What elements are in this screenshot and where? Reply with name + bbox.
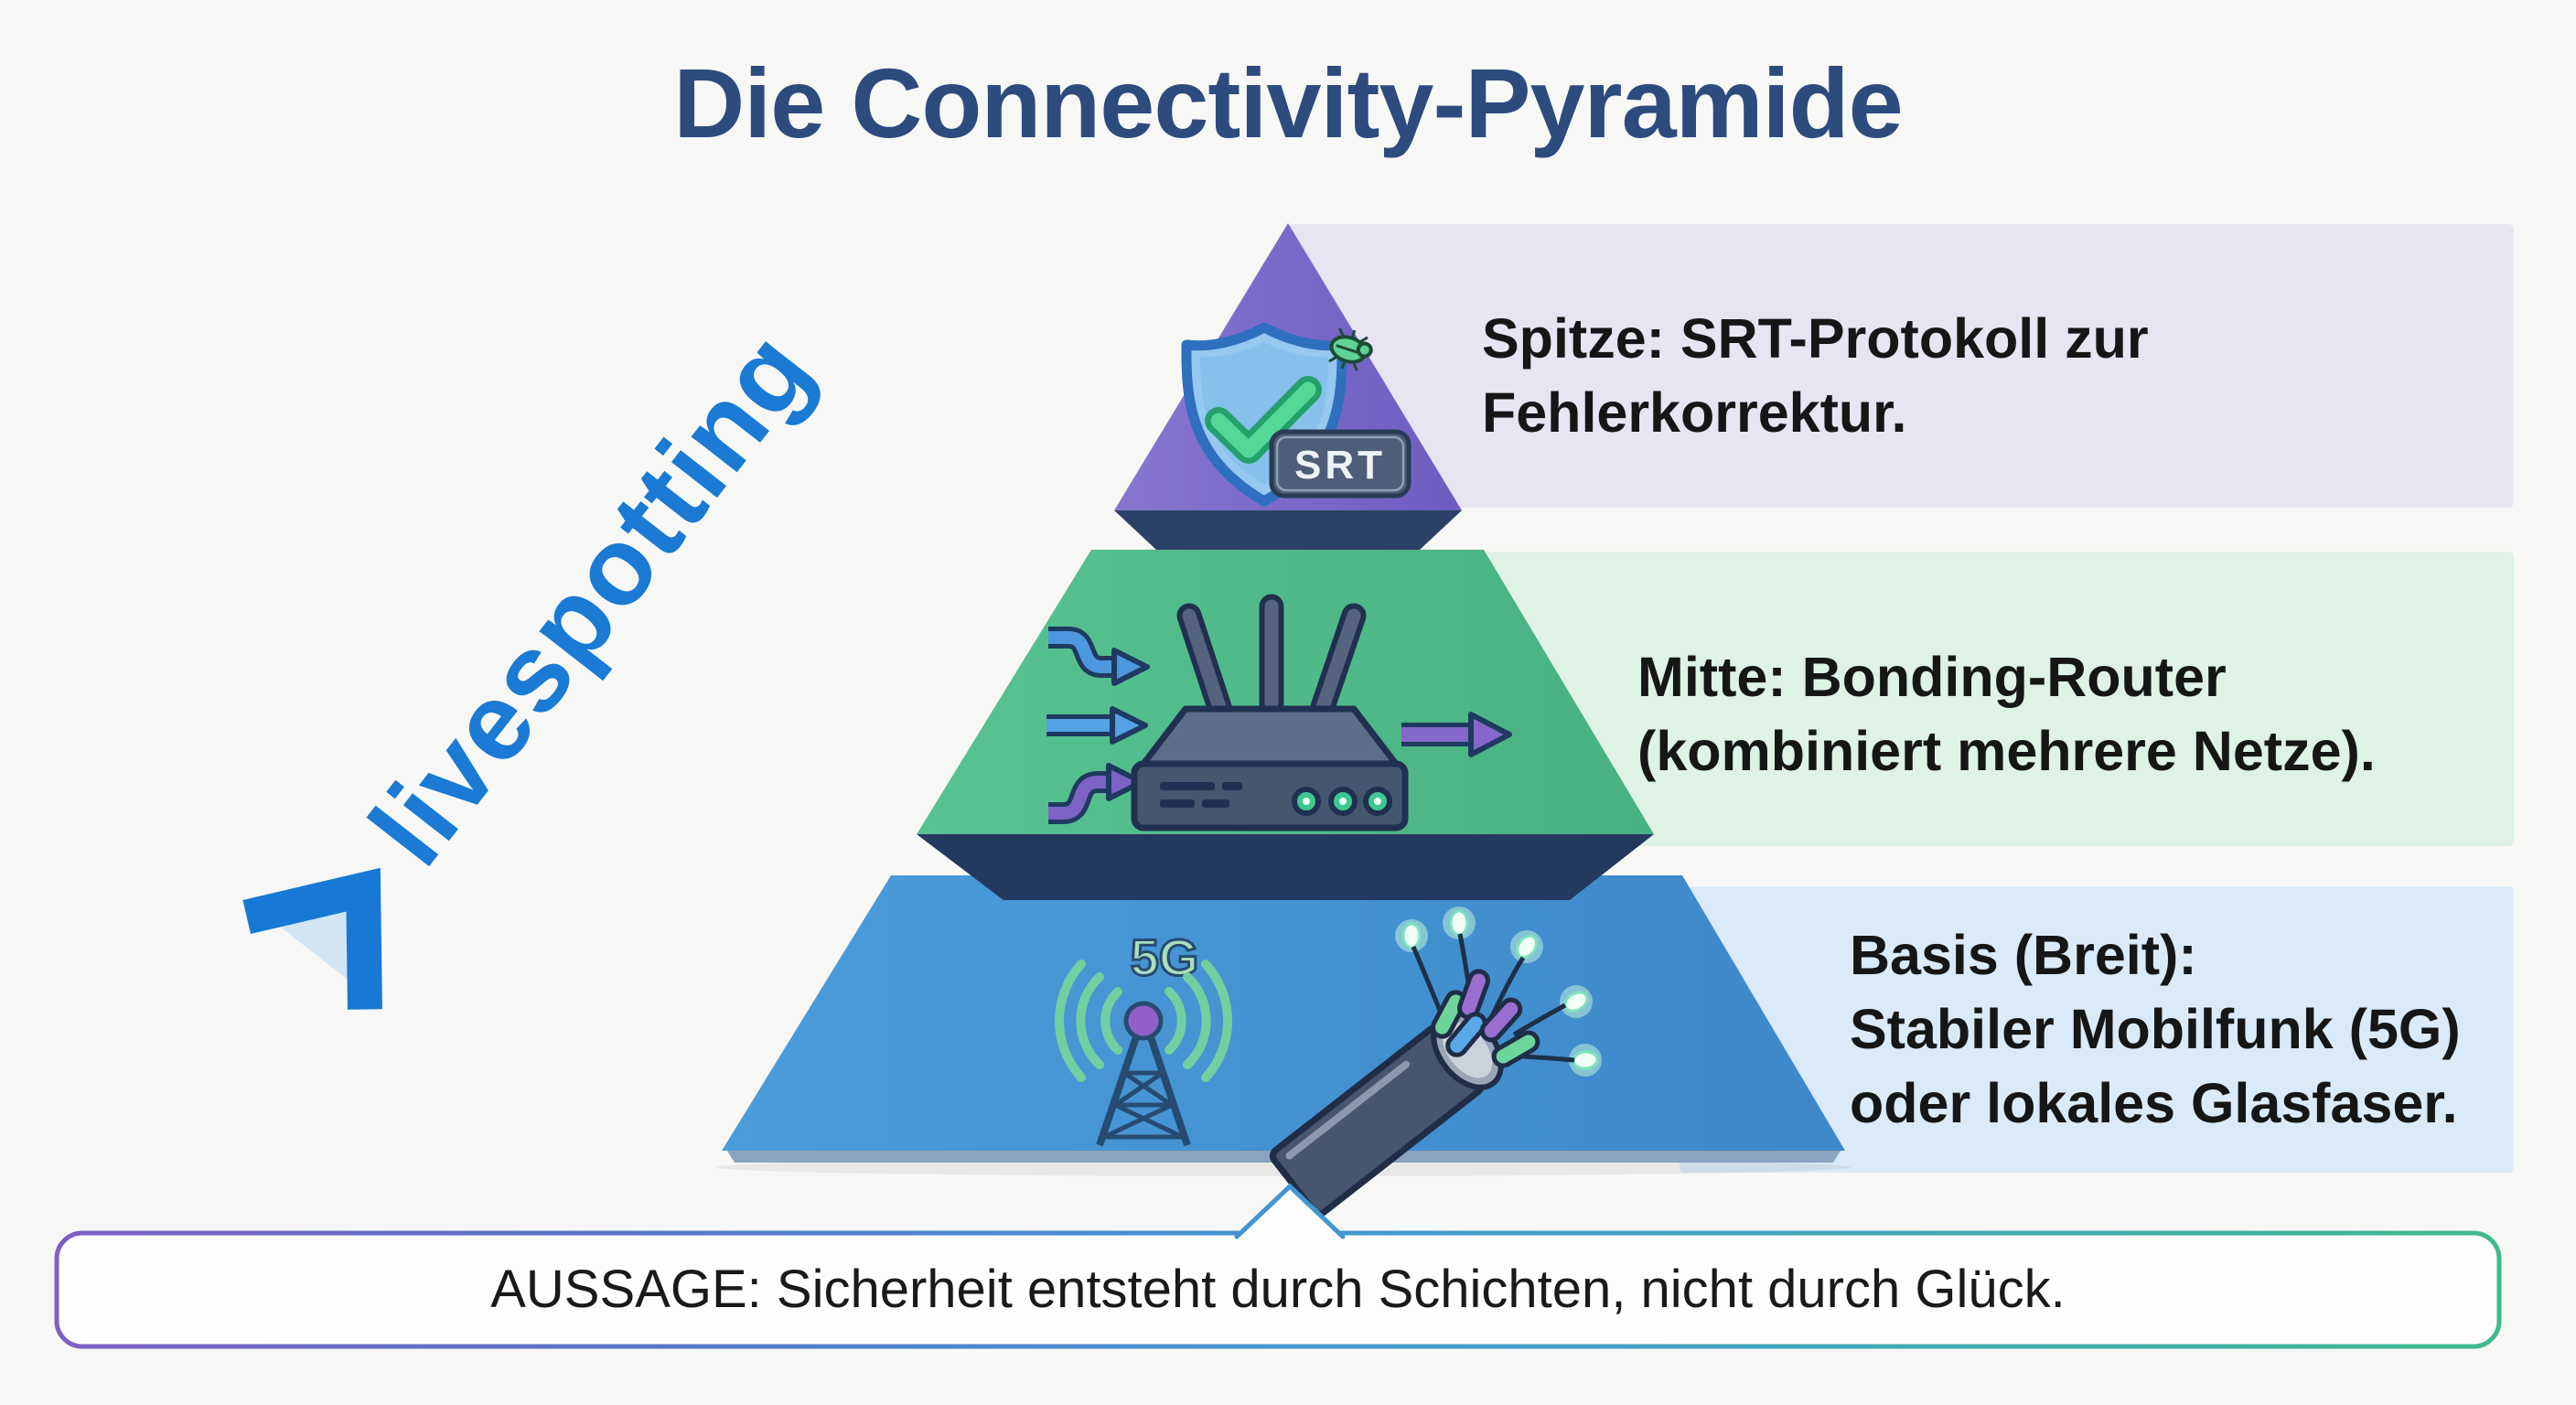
livespotting-chevron-icon — [242, 867, 382, 1010]
label-band-top — [1288, 224, 2514, 508]
label-middle-line-1: Mitte: Bonding-Router — [1637, 646, 2227, 708]
shield-check-icon: SRT — [1181, 322, 1411, 507]
banner-box — [54, 1183, 2502, 1349]
pyramid-base-tier — [722, 875, 1845, 1151]
radio-waves-icon — [1054, 960, 1233, 1082]
pyramid-middle-tier — [917, 550, 1654, 834]
label-middle-line-2: (kombiniert mehrere Netze). — [1637, 720, 2376, 782]
label-base-line-3: oder lokales Glasfaser. — [1850, 1072, 2458, 1134]
bug-icon — [1328, 327, 1373, 371]
output-arrow-icon — [1401, 712, 1512, 757]
srt-badge: SRT — [1269, 429, 1411, 499]
fiber-tubes — [1430, 969, 1540, 1068]
label-top-tier: Spitze: SRT-Protokoll zur Fehlerkorrektu… — [1482, 302, 2149, 450]
label-top-line-2: Fehlerkorrektur. — [1482, 381, 1907, 444]
router-leds — [1292, 787, 1392, 816]
watermark: livespotting — [201, 290, 860, 1061]
label-base-line-1: Basis (Breit): — [1850, 924, 2197, 986]
banner-notch — [1237, 1185, 1343, 1238]
5g-tower-icon: 5G — [1054, 928, 1233, 1147]
fiber-cable-icon — [1269, 906, 1602, 1217]
label-middle-tier: Mitte: Bonding-Router (kombiniert mehrer… — [1637, 640, 2376, 788]
label-band-middle — [1464, 552, 2514, 846]
pyramid-middle-pedestal — [917, 834, 1654, 900]
pyramid-top-pedestal — [1114, 510, 1462, 550]
page-title: Die Connectivity-Pyramide — [673, 48, 1903, 158]
label-base-line-2: Stabiler Mobilfunk (5G) — [1850, 998, 2461, 1060]
label-top-line-1: Spitze: SRT-Protokoll zur — [1482, 307, 2149, 370]
input-arrows-icon — [1046, 627, 1150, 824]
label-base-tier: Basis (Breit): Stabiler Mobilfunk (5G) o… — [1850, 918, 2461, 1141]
srt-badge-text: SRT — [1294, 443, 1386, 488]
fiber-glow-tips — [1395, 906, 1602, 1077]
banner-statement: AUSSAGE: Sicherheit entsteht durch Schic… — [490, 1260, 2066, 1319]
router-icon — [1046, 594, 1512, 831]
